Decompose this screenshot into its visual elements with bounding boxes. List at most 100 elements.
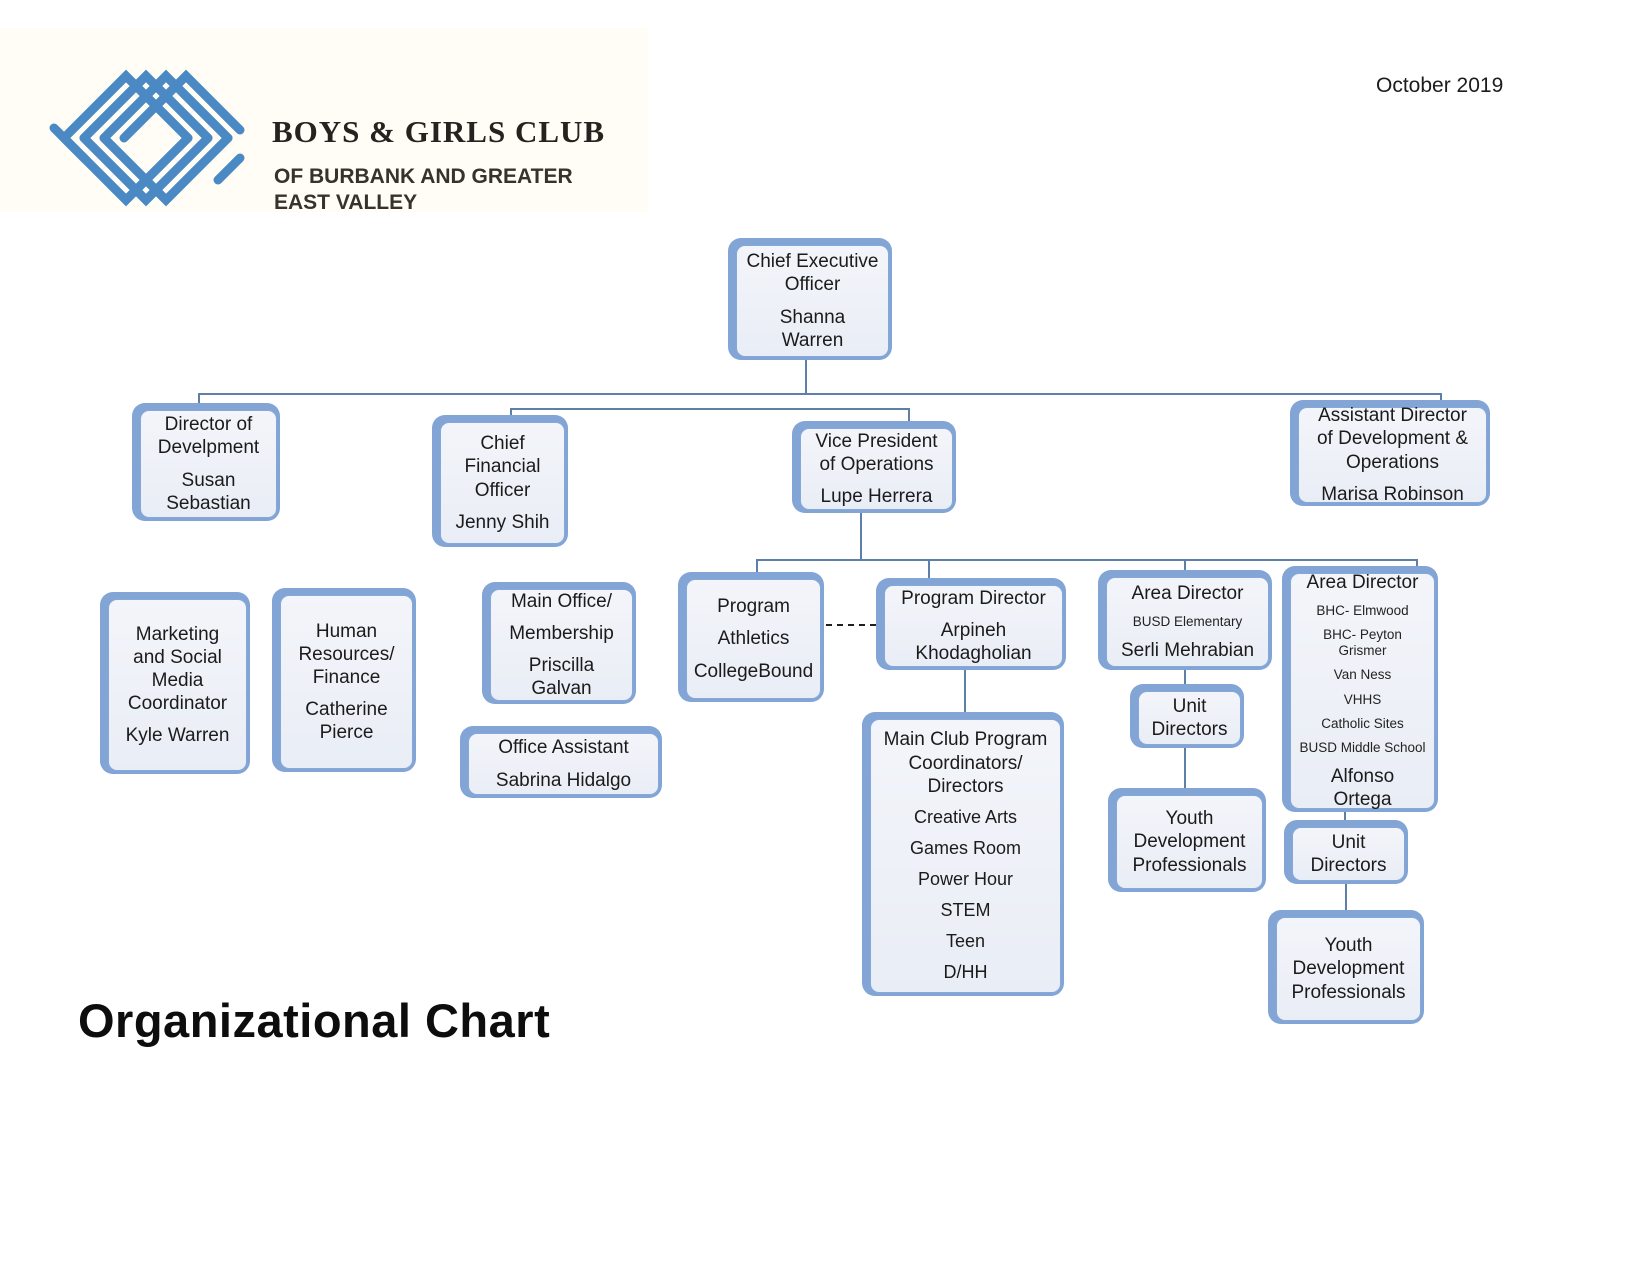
connector-line	[860, 513, 862, 561]
org-node-text: STEM	[940, 899, 991, 920]
connector-line	[1184, 559, 1186, 570]
org-node-text: Main Club Program Coordinators/ Director…	[883, 729, 1048, 797]
connector-line	[928, 559, 930, 578]
org-node-body: Unit Directors	[1292, 827, 1405, 881]
org-node-body: Main Club Program Coordinators/ Director…	[870, 719, 1061, 993]
org-node-text: Area Director	[1131, 582, 1244, 604]
org-node-text: Catholic Sites	[1321, 715, 1404, 731]
org-node-text: Vice President of Operations	[815, 430, 938, 475]
org-node-text: BHC- Elmwood	[1316, 602, 1409, 618]
connector-line	[1440, 393, 1442, 400]
connector-line	[510, 408, 512, 415]
logo-title: BOYS & GIRLS CLUB	[272, 114, 606, 149]
org-node-text: Program Director	[901, 587, 1046, 609]
connector-line	[805, 360, 807, 394]
org-node-text: Human Resources/ Finance	[298, 620, 395, 688]
org-node-text: Teen	[945, 930, 986, 951]
connector-line	[756, 559, 1418, 561]
org-node-text: BUSD Middle School	[1299, 739, 1426, 755]
org-node-text: Kyle Warren	[125, 725, 230, 747]
org-node-udm: Unit Directors	[1130, 684, 1244, 748]
org-node-text: Sabrina Hidalgo	[495, 769, 632, 791]
org-node-text: Marisa Robinson	[1321, 483, 1464, 505]
org-node-text: Serli Mehrabian	[1120, 640, 1255, 662]
org-node-text: Alfonso Ortega	[1330, 766, 1395, 811]
org-node-text: Priscilla Galvan	[528, 655, 595, 700]
org-node-body: Youth Development Professionals	[1276, 917, 1421, 1021]
page-title: Organizational Chart	[78, 994, 551, 1047]
org-node-text: Membership	[509, 622, 614, 644]
org-node-text: Games Room	[909, 837, 1022, 858]
logo-block: BOYS & GIRLS CLUB OF BURBANK AND GREATER…	[0, 28, 648, 214]
org-node-ydr: Youth Development Professionals	[1268, 910, 1424, 1024]
org-node-text: Power Hour	[917, 868, 1014, 889]
org-node-text: Lupe Herrera	[820, 486, 933, 508]
org-node-text: Assistant Director of Development & Oper…	[1316, 405, 1469, 473]
connector-line	[908, 408, 910, 421]
org-node-mc: Main Club Program Coordinators/ Director…	[862, 712, 1064, 996]
connector-line	[964, 670, 966, 712]
org-node-text: Youth Development Professionals	[1132, 808, 1247, 876]
org-node-text: Office Assistant	[498, 737, 629, 759]
org-node-text: Susan Sebastian	[166, 469, 251, 514]
org-node-text: Marketing and Social Media Coordinator	[127, 623, 228, 715]
connector-line	[1344, 812, 1346, 820]
org-node-text: Creative Arts	[913, 806, 1018, 827]
connector-line	[198, 393, 1442, 395]
org-node-text: Main Office/	[510, 590, 613, 612]
org-node-text: BHC- Peyton Grismer	[1323, 626, 1402, 659]
connector-line	[1416, 559, 1418, 566]
org-node-text: BUSD Elementary	[1132, 613, 1243, 629]
org-node-text: Catherine Pierce	[305, 699, 388, 744]
org-node-text: Arpineh Khodagholian	[915, 619, 1032, 665]
org-node-text: Unit Directors	[1310, 831, 1387, 876]
org-node-text: Unit Directors	[1151, 695, 1228, 740]
org-node-udr: Unit Directors	[1284, 820, 1408, 884]
connector-line	[756, 559, 758, 572]
org-node-text: VHHS	[1343, 691, 1382, 707]
connector-line	[1184, 670, 1186, 684]
org-node-ydm: Youth Development Professionals	[1108, 788, 1266, 892]
org-node-text: Director of Develpment	[157, 414, 260, 459]
org-node-text: Area Director	[1306, 571, 1419, 593]
org-node-text: CollegeBound	[693, 660, 814, 682]
org-node-text: D/HH	[943, 961, 988, 982]
org-node-body: Assistant Director of Development & Oper…	[1298, 405, 1487, 505]
org-node-text: Athletics	[717, 628, 790, 650]
org-node-text: Program	[717, 596, 790, 618]
document-date: October 2019	[1376, 74, 1504, 97]
org-node-text: Youth Development Professionals	[1291, 935, 1406, 1003]
connector-line	[1184, 748, 1186, 788]
connector-line	[198, 393, 200, 403]
org-node-text: Chief Executive Officer	[746, 251, 879, 296]
connector-line	[510, 408, 910, 410]
org-node-body: Unit Directors	[1138, 691, 1241, 745]
org-node-text: Van Ness	[1333, 667, 1392, 683]
org-node-text: Shanna Warren	[779, 306, 846, 351]
org-node-asst: Assistant Director of Development & Oper…	[1290, 400, 1490, 506]
connector-line	[1345, 884, 1347, 910]
